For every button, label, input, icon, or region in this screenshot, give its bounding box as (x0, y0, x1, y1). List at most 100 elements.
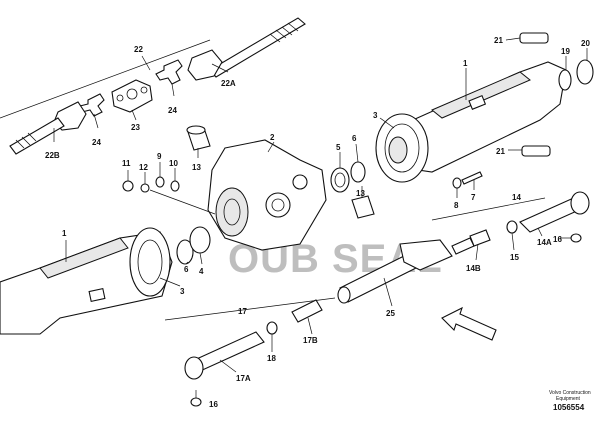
carrier-side-bore-inner (271, 198, 285, 212)
washer-12 (140, 183, 150, 193)
nut-9 (155, 176, 165, 188)
nut-16-bottom (190, 397, 202, 407)
leader (307, 317, 313, 335)
ring-6-bottom (176, 239, 194, 265)
leader (379, 117, 395, 129)
callout-9: 9 (157, 152, 162, 161)
group-lines (0, 39, 546, 321)
callout-7: 7 (471, 193, 476, 202)
spider-cross-lower (79, 93, 105, 117)
nut-11 (122, 180, 134, 192)
shaft-22a (209, 17, 306, 78)
leader (267, 141, 275, 153)
leader-lines (53, 37, 588, 398)
callout-22b: 22B (45, 151, 60, 160)
leader (199, 252, 203, 265)
housing-top-face (431, 71, 531, 119)
nut-15 (506, 220, 518, 234)
direction-arrow (441, 306, 497, 341)
callout-14a: 14A (537, 238, 552, 247)
leader (159, 277, 181, 287)
tie-rod-17b (291, 299, 323, 323)
bearing-21-top (519, 32, 549, 44)
bushing-13-lower (351, 195, 375, 219)
callout-3-bottom: 3 (180, 287, 185, 296)
seal-4 (189, 226, 211, 254)
nut-16-top (570, 233, 582, 243)
carrier-side-bore (265, 192, 291, 218)
leader (131, 109, 137, 121)
leader (475, 243, 479, 261)
callout-19: 19 (561, 47, 570, 56)
leader (211, 63, 229, 73)
callout-13-upper: 13 (192, 163, 201, 172)
shaft-22b (9, 117, 65, 155)
carrier-flange-face (215, 187, 249, 237)
callout-14: 14 (512, 193, 521, 202)
tie-rod-14b (469, 229, 491, 247)
callout-16-bottom: 16 (209, 400, 218, 409)
tie-rod-right (469, 191, 590, 247)
bushing-13-upper-end (186, 125, 206, 135)
nut-18 (266, 321, 278, 335)
callout-22: 22 (134, 45, 143, 54)
carrier-pinion-boss (292, 174, 308, 190)
leader (219, 359, 237, 373)
cylinder-rod (451, 237, 475, 255)
credit-block: Volvo Construction Equipment 1056554 (549, 390, 591, 412)
callout-2: 2 (270, 133, 275, 142)
callout-16-top: 16 (553, 235, 562, 244)
callout-3-top: 3 (373, 111, 378, 120)
cylinder-head (399, 239, 453, 271)
housing-lower-top-face (39, 237, 129, 279)
bolt-7 (461, 171, 483, 185)
leader (93, 113, 99, 129)
leader (505, 37, 521, 41)
leader (171, 83, 175, 97)
credit-line-2: Equipment (556, 396, 581, 402)
stud-line (149, 189, 216, 215)
callout-5: 5 (336, 143, 341, 152)
washer-10 (170, 180, 180, 192)
seal-5-inner (334, 172, 346, 188)
callout-4: 4 (199, 267, 204, 276)
callout-21-bottom: 21 (496, 147, 505, 156)
cylinder-end (337, 286, 351, 304)
coupling-bolt (116, 94, 124, 102)
washer-8 (452, 177, 462, 189)
coupling-bore (126, 88, 138, 100)
callout-11: 11 (122, 159, 131, 168)
callout-17a: 17A (236, 374, 251, 383)
callout-1-bottom: 1 (62, 229, 67, 238)
ball-joint-17a (184, 356, 204, 380)
shaft-splines (269, 22, 299, 43)
callout-8: 8 (454, 201, 459, 210)
flange-inner (384, 123, 420, 173)
callout-21-top: 21 (494, 36, 503, 45)
callout-14b: 14B (466, 264, 481, 273)
callout-1-top: 1 (463, 59, 468, 68)
callout-17: 17 (238, 307, 247, 316)
coupling-bolt (140, 86, 148, 94)
seal-5 (330, 167, 350, 193)
seal-20 (576, 59, 594, 85)
leader (383, 277, 393, 307)
spider-cross-upper (155, 59, 183, 85)
ring-19 (558, 69, 572, 91)
callout-24-upper: 24 (168, 106, 177, 115)
tie-rod-left (184, 299, 323, 407)
ball-joint-14a (570, 191, 590, 215)
axle-housing-upper (375, 32, 594, 189)
callout-numbers: 22 22A 22B 24 24 23 1 21 19 20 3 21 2 6 … (45, 36, 590, 409)
drive-shaft-assembly (9, 17, 306, 155)
leader (537, 227, 543, 237)
callout-6-top: 6 (352, 134, 357, 143)
document-number: 1056554 (553, 403, 585, 412)
callout-10: 10 (169, 159, 178, 168)
flange-lower (129, 227, 171, 297)
callout-20: 20 (581, 39, 590, 48)
carrier-flange-bore (223, 198, 241, 226)
bracket-line-22 (0, 39, 211, 119)
